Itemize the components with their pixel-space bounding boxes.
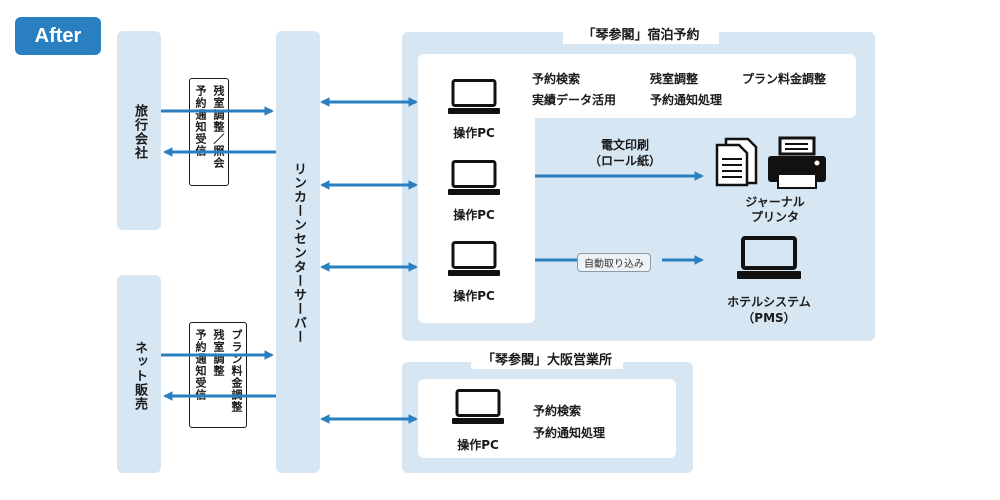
- travel-agency-column: [117, 31, 161, 230]
- hotel-system-label: ホテルシステム （PMS）: [714, 294, 824, 326]
- feature-label: 予約検索: [532, 72, 581, 86]
- net-sales-label: ネット販売: [132, 341, 147, 411]
- journal-printer-line: プリンタ: [750, 210, 799, 224]
- feature-label: 予約検索: [533, 404, 582, 418]
- reservation-title: 「琴参閣」宿泊予約: [563, 22, 719, 44]
- after-badge: After: [15, 17, 101, 55]
- journal-printer-line: ジャーナル: [745, 195, 805, 209]
- laptop-icon: [448, 79, 500, 114]
- printer-icon: [768, 136, 826, 189]
- osaka-title: 「琴参閣」大阪営業所: [471, 347, 623, 369]
- laptop-icon: [737, 236, 801, 279]
- server-column: [276, 31, 320, 473]
- note-line: 残室調整／照会: [212, 85, 225, 169]
- pc-label: 操作PC: [453, 126, 495, 140]
- print-label-line: 電文印刷: [600, 138, 649, 152]
- pc-label: 操作PC: [453, 208, 495, 222]
- hotel-system-line: （PMS）: [742, 311, 796, 325]
- reservation-pc-box: [418, 54, 535, 323]
- journal-printer-label: ジャーナル プリンタ: [735, 195, 815, 225]
- feature-label: 予約通知処理: [650, 93, 723, 107]
- note-line: 残室調整: [212, 329, 225, 377]
- note-line: 予約通知受信: [194, 85, 207, 157]
- print-label-line: （ロール紙）: [588, 154, 661, 168]
- laptop-icon: [452, 389, 504, 424]
- note-line: プラン料金調整: [230, 329, 243, 413]
- feature-label: プラン料金調整: [742, 72, 827, 86]
- travel-functions-note: 残室調整／照会 予約通知受信: [189, 78, 229, 186]
- feature-label: 予約通知処理: [533, 426, 606, 440]
- auto-import-chip: 自動取り込み: [577, 253, 651, 272]
- document-icon: [715, 137, 758, 187]
- net-functions-note: プラン料金調整 残室調整 予約通知受信: [189, 322, 247, 428]
- server-label: リンカーンセンターサーバー: [291, 162, 306, 344]
- travel-agency-label: 旅行会社: [132, 104, 147, 160]
- note-line: 予約通知受信: [194, 329, 207, 401]
- print-label: 電文印刷 （ロール紙）: [585, 137, 665, 169]
- net-sales-column: [117, 275, 161, 473]
- pc-label: 操作PC: [457, 438, 499, 452]
- feature-label: 残室調整: [650, 72, 699, 86]
- feature-label: 実績データ活用: [532, 93, 617, 107]
- pc-label: 操作PC: [453, 289, 495, 303]
- laptop-icon: [448, 160, 500, 195]
- hotel-system-line: ホテルシステム: [727, 295, 811, 309]
- laptop-icon: [448, 241, 500, 276]
